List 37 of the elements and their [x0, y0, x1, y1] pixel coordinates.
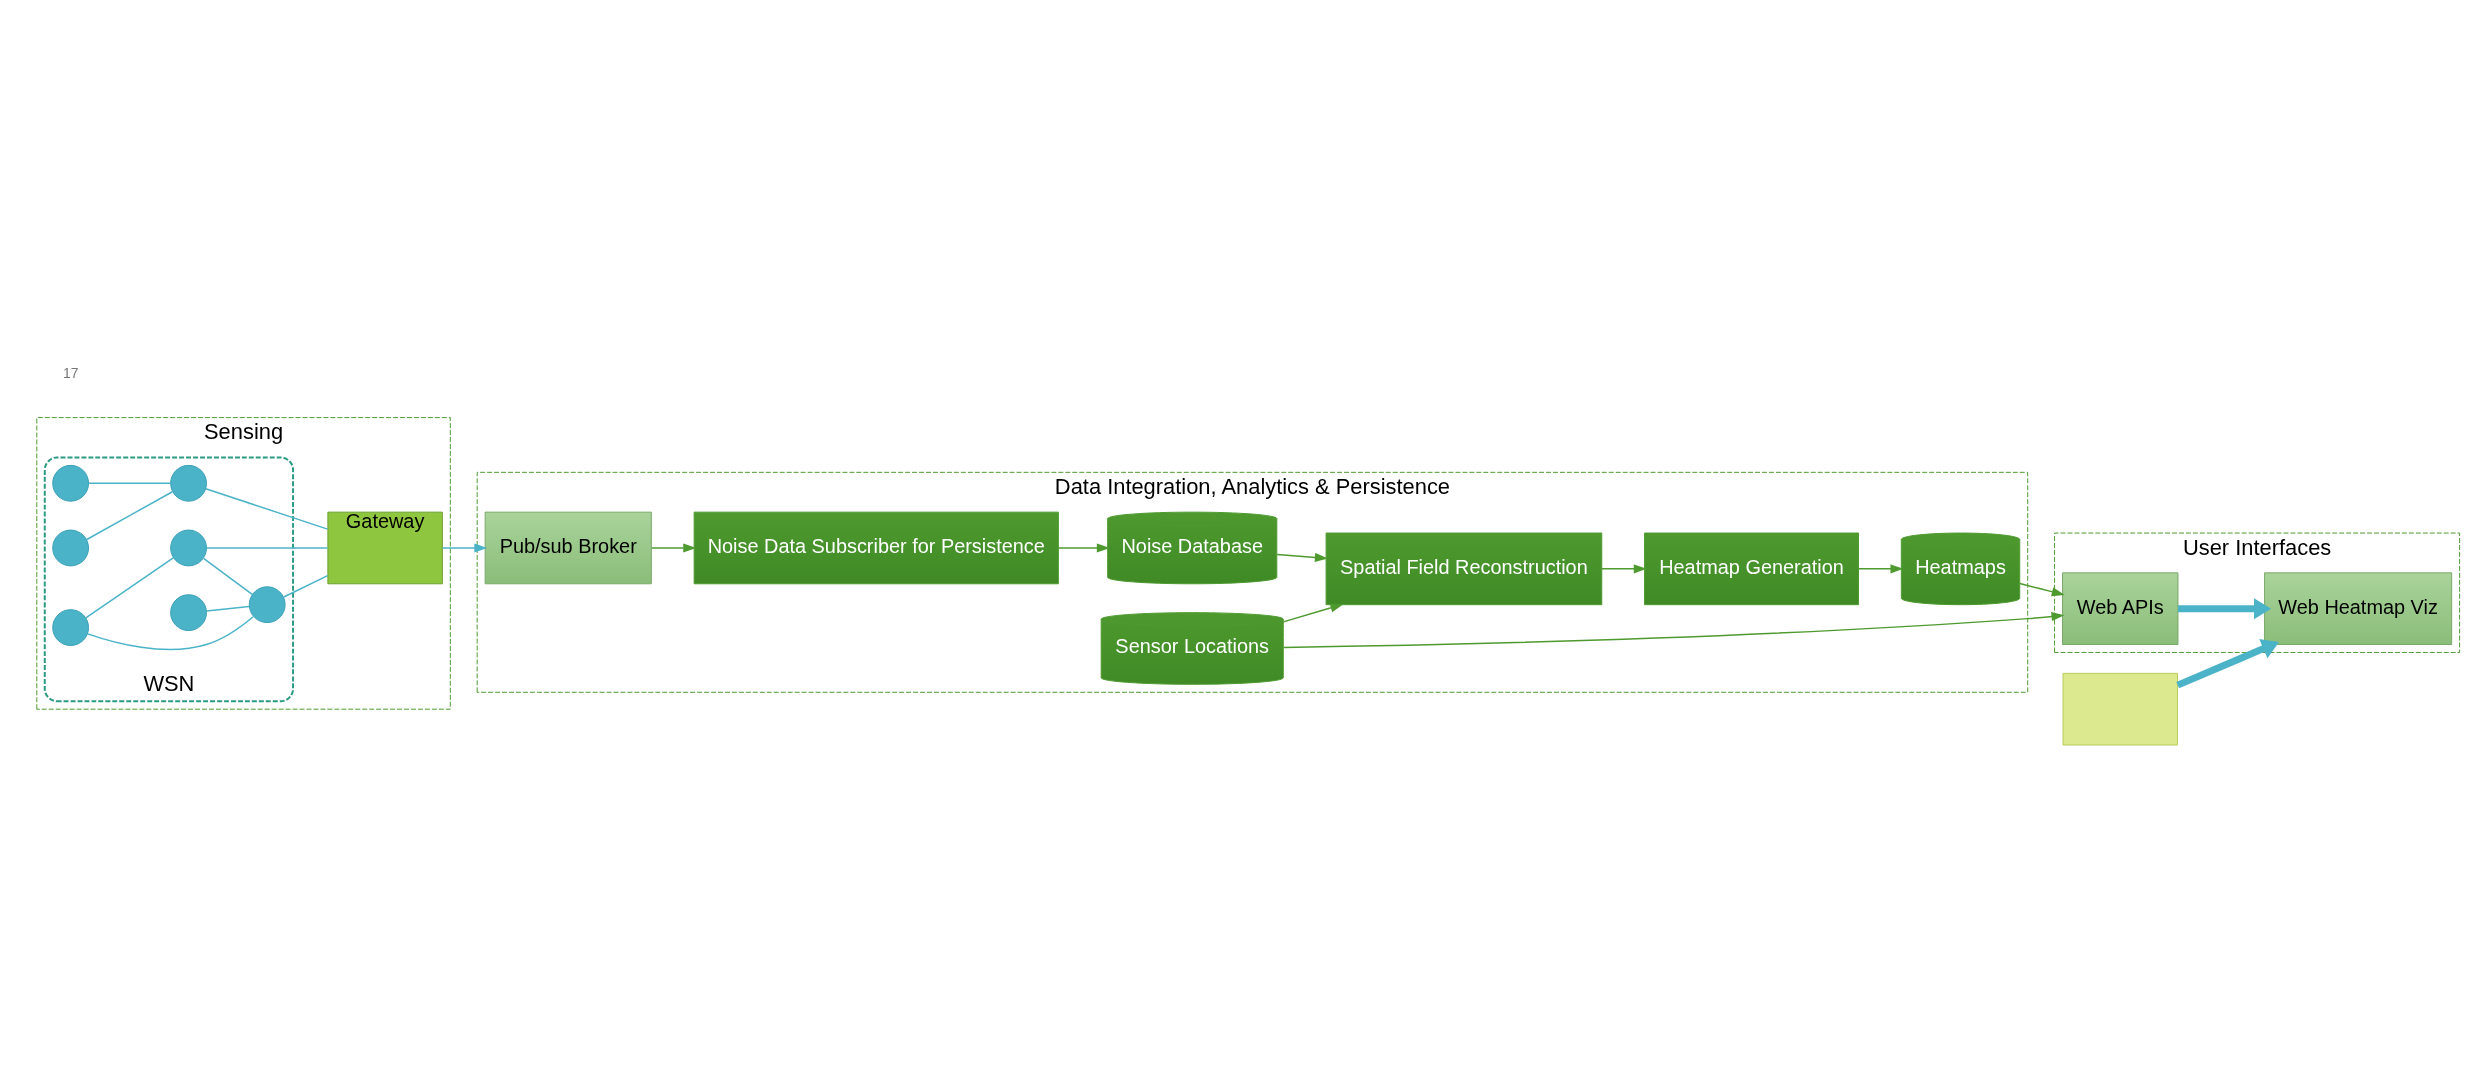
- arrow: [650, 542, 697, 552]
- arrow: [1282, 603, 1344, 623]
- node-box: Gateway: [327, 511, 443, 584]
- connector: [88, 482, 172, 484]
- connector: [283, 574, 329, 598]
- node-box: Noise Data Subscriber for Persistence: [693, 511, 1059, 584]
- node-circle: [170, 464, 207, 502]
- node-box: Spatial Field Reconstruction: [1325, 532, 1603, 605]
- arrow: [1057, 542, 1110, 552]
- connector: [202, 557, 253, 595]
- connector: [205, 546, 329, 549]
- connector: [86, 490, 174, 540]
- connector: [205, 605, 250, 612]
- arrow: [2019, 582, 2065, 596]
- arrow: [441, 542, 488, 552]
- connector: [85, 556, 174, 619]
- arrow: [2176, 638, 2280, 688]
- arrow: [1601, 563, 1647, 573]
- node-circle: [170, 593, 207, 631]
- node-circle: [52, 608, 90, 646]
- arrow: [1282, 611, 2065, 648]
- arrow: [1858, 563, 1904, 573]
- arrow: [2178, 597, 2272, 619]
- arrow: [1276, 552, 1328, 562]
- node-circle: [248, 585, 286, 623]
- node-circle: [170, 529, 207, 566]
- node-circle: [52, 529, 90, 566]
- connector: [87, 615, 254, 650]
- cluster: WSN: [43, 455, 295, 702]
- node-box: [2062, 672, 2178, 745]
- node-circle: [52, 464, 90, 502]
- connector: [205, 487, 329, 530]
- node-box: Heatmap Generation: [1644, 532, 1859, 605]
- label: 17: [62, 363, 79, 380]
- node-box: Web APIs: [2062, 571, 2179, 645]
- node-box: Pub/sub Broker: [484, 511, 652, 584]
- node-box: Web Heatmap Viz: [2264, 571, 2453, 645]
